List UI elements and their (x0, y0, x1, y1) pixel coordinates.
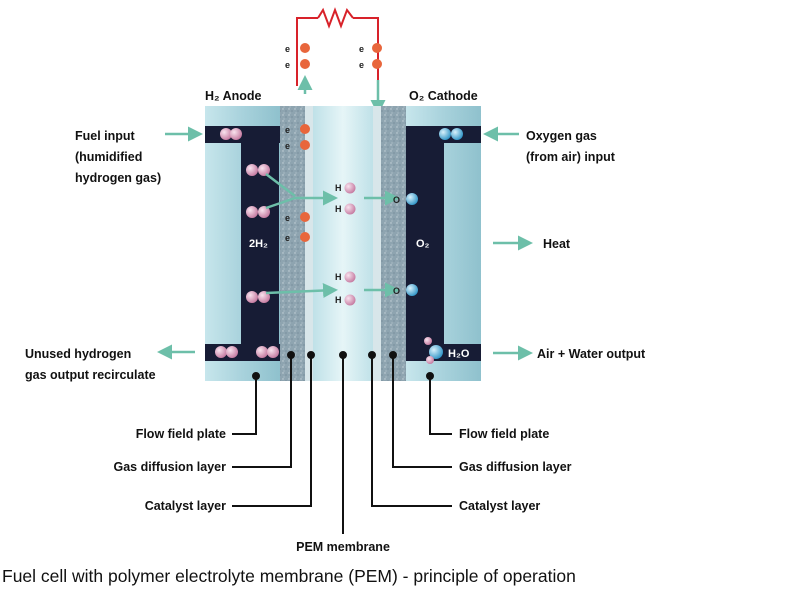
right-flow-field-plate-label: Flow field plate (459, 427, 549, 441)
pem-membrane-label: PEM membrane (296, 540, 390, 554)
anode-electrons: e e e e (285, 124, 310, 243)
unused-hydrogen-label-1: Unused hydrogen (25, 347, 131, 361)
h2o-label: H₂O (448, 348, 470, 360)
resistor-icon (317, 7, 354, 29)
cathode-header: O₂ Cathode (409, 89, 478, 103)
left-catalyst-layer-label: Catalyst layer (145, 499, 226, 513)
fuel-input-label-3: hydrogen gas) (75, 171, 161, 185)
right-gas-diffusion-layer-label: Gas diffusion layer (459, 460, 572, 474)
callout-lines (232, 351, 452, 534)
cathode-channel-bottom (406, 344, 481, 361)
anode-catalyst-layer (305, 106, 313, 381)
proton-arrows (265, 173, 400, 299)
h2-label: 2H₂ (249, 238, 268, 250)
protons: H H H H (335, 182, 356, 306)
oxygen-gas-label-2: (from air) input (526, 150, 616, 164)
svg-text:O: O (393, 195, 400, 205)
svg-text:e: e (285, 125, 290, 135)
air-water-output-label: Air + Water output (537, 347, 646, 361)
pem-membrane (313, 106, 373, 381)
svg-text:H: H (335, 272, 342, 282)
figure-caption: Fuel cell with polymer electrolyte membr… (2, 566, 576, 586)
anode-channel-vertical (241, 126, 279, 361)
svg-text:e: e (359, 44, 364, 54)
anode-header: H₂ Anode (205, 89, 262, 103)
unused-hydrogen-label-2: gas output recirculate (25, 368, 156, 382)
flow-arrows (157, 126, 533, 361)
heat-label: Heat (543, 237, 571, 251)
anode-gas-diffusion-layer (280, 106, 305, 381)
svg-text:e: e (285, 213, 290, 223)
fuel-input-label-1: Fuel input (75, 129, 136, 143)
svg-text:e: e (285, 141, 290, 151)
right-catalyst-layer-label: Catalyst layer (459, 499, 540, 513)
svg-text:H: H (335, 183, 342, 193)
svg-text:e: e (359, 60, 364, 70)
cathode-channel-vertical (406, 126, 444, 361)
left-gas-diffusion-layer-label: Gas diffusion layer (113, 460, 226, 474)
svg-text:e: e (285, 233, 290, 243)
oxygen-molecules (424, 128, 463, 364)
svg-text:O: O (393, 286, 400, 296)
o2-label: O₂ (416, 238, 430, 250)
svg-text:e: e (285, 44, 290, 54)
left-flow-field-plate-label: Flow field plate (136, 427, 226, 441)
circuit-electrons: e e e e (285, 43, 386, 115)
oxygen-gas-label-1: Oxygen gas (526, 129, 597, 143)
oxygen-ions: O O (393, 193, 418, 296)
fuel-cell-stack (205, 106, 481, 381)
svg-text:e: e (285, 60, 290, 70)
cathode-gas-diffusion-layer (381, 106, 406, 381)
fuel-input-label-2: (humidified (75, 150, 142, 164)
svg-text:H: H (335, 204, 342, 214)
cathode-catalyst-layer (373, 106, 381, 381)
svg-text:H: H (335, 295, 342, 305)
